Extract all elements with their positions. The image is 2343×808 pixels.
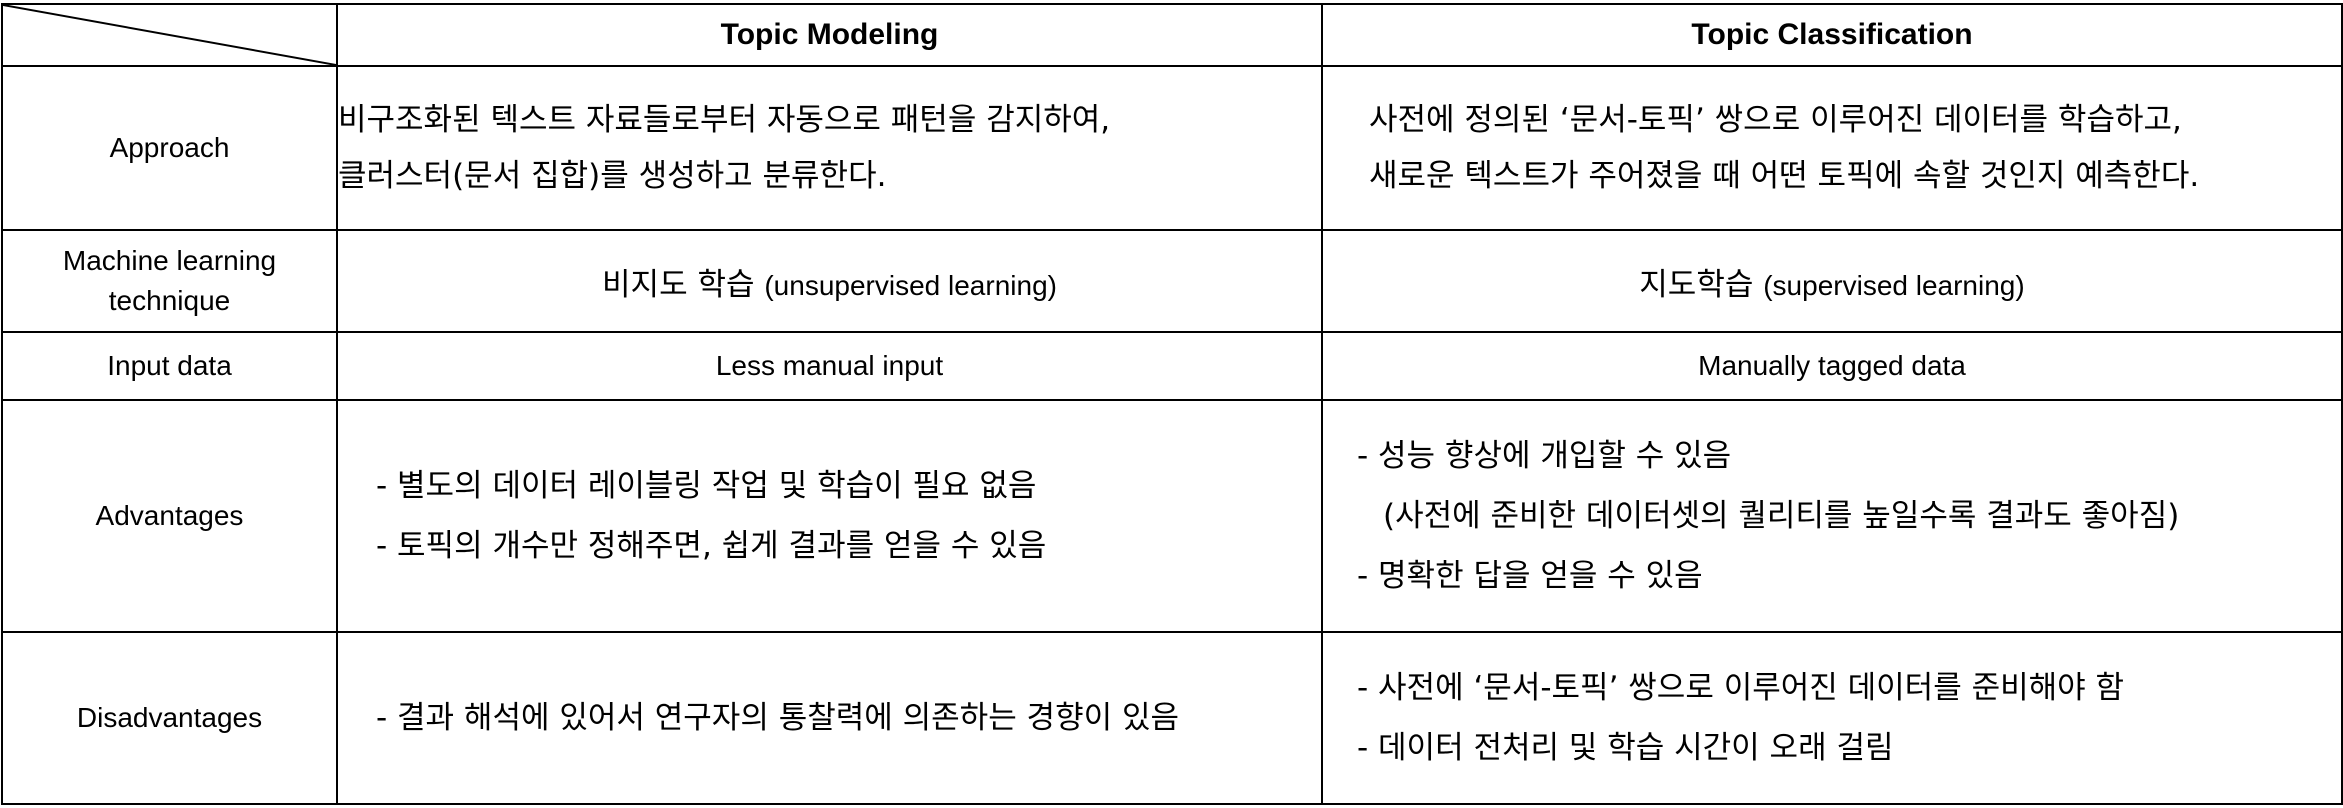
diagonal-line — [4, 6, 335, 64]
disadvantages-classification-cell: - 사전에 ‘문서-토픽’ 쌍으로 이루어진 데이터를 준비해야 함 - 데이터… — [1321, 631, 2343, 805]
row-input-data: Input data Less manual input Manually ta… — [1, 331, 2343, 401]
disadvantages-classification-item-2: - 데이터 전처리 및 학습 시간이 오래 걸림 — [1357, 730, 1894, 766]
approach-classification-line-1: 사전에 정의된 ‘문서-토픽’ 쌍으로 이루어진 데이터를 학습하고, — [1369, 102, 2182, 138]
input-modeling-cell: Less manual input — [336, 331, 1323, 401]
corner-cell — [1, 3, 338, 67]
advantages-classification-item-1: - 성능 향상에 개입할 수 있음 — [1357, 438, 1732, 474]
header-topic-classification: Topic Classification — [1321, 3, 2343, 67]
label-advantages: Advantages — [1, 399, 338, 633]
ml-modeling-en: (unsupervised learning) — [764, 269, 1057, 301]
advantages-classification-cell: - 성능 향상에 개입할 수 있음 (사전에 준비한 데이터셋의 퀄리티를 높일… — [1321, 399, 2343, 633]
approach-modeling-line-1: 비구조화된 텍스트 자료들로부터 자동으로 패턴을 감지하여, — [338, 102, 1111, 138]
row-advantages: Advantages - 별도의 데이터 레이블링 작업 및 학습이 필요 없음… — [1, 399, 2343, 633]
ml-modeling-cell: 비지도 학습 (unsupervised learning) — [336, 229, 1323, 333]
approach-classification-cell: 사전에 정의된 ‘문서-토픽’ 쌍으로 이루어진 데이터를 학습하고, 새로운 … — [1321, 65, 2343, 231]
ml-classification-cell: 지도학습 (supervised learning) — [1321, 229, 2343, 333]
label-ml-technique-line-1: Machine learning — [62, 245, 277, 276]
topic-comparison-table: Topic Modeling Topic Classification Appr… — [1, 3, 2343, 805]
approach-classification-line-2: 새로운 텍스트가 주어졌을 때 어떤 토픽에 속할 것인지 예측한다. — [1369, 158, 2200, 194]
advantages-classification-item-2: (사전에 준비한 데이터셋의 퀄리티를 높일수록 결과도 좋아짐) — [1383, 498, 2180, 534]
advantages-modeling-item-2: - 토픽의 개수만 정해주면, 쉽게 결과를 얻을 수 있음 — [376, 528, 1047, 564]
label-approach: Approach — [1, 65, 338, 231]
ml-classification-en: (supervised learning) — [1763, 269, 2025, 301]
input-classification-cell: Manually tagged data — [1321, 331, 2343, 401]
approach-modeling-line-2: 클러스터(문서 집합)를 생성하고 분류한다. — [338, 158, 887, 194]
advantages-modeling-item-1: - 별도의 데이터 레이블링 작업 및 학습이 필요 없음 — [376, 468, 1037, 504]
header-row: Topic Modeling Topic Classification — [1, 3, 2343, 67]
label-ml-technique-line-2: technique — [108, 285, 231, 316]
advantages-classification-item-3: - 명확한 답을 얻을 수 있음 — [1357, 558, 1703, 594]
disadvantages-modeling-cell: - 결과 해석에 있어서 연구자의 통찰력에 의존하는 경향이 있음 — [336, 631, 1323, 805]
label-ml-technique: Machine learning technique — [1, 229, 338, 333]
row-disadvantages: Disadvantages - 결과 해석에 있어서 연구자의 통찰력에 의존하… — [1, 631, 2343, 805]
approach-modeling-cell: 비구조화된 텍스트 자료들로부터 자동으로 패턴을 감지하여, 클러스터(문서 … — [336, 65, 1323, 231]
ml-classification-ko: 지도학습 — [1639, 266, 1754, 303]
row-ml-technique: Machine learning technique 비지도 학습 (unsup… — [1, 229, 2343, 333]
disadvantages-classification-item-1: - 사전에 ‘문서-토픽’ 쌍으로 이루어진 데이터를 준비해야 함 — [1357, 670, 2125, 706]
disadvantages-modeling-item-1: - 결과 해석에 있어서 연구자의 통찰력에 의존하는 경향이 있음 — [376, 700, 1180, 736]
advantages-modeling-cell: - 별도의 데이터 레이블링 작업 및 학습이 필요 없음 - 토픽의 개수만 … — [336, 399, 1323, 633]
label-disadvantages: Disadvantages — [1, 631, 338, 805]
header-topic-modeling: Topic Modeling — [336, 3, 1323, 67]
row-approach: Approach 비구조화된 텍스트 자료들로부터 자동으로 패턴을 감지하여,… — [1, 65, 2343, 231]
ml-modeling-ko: 비지도 학습 — [602, 266, 755, 303]
label-input-data: Input data — [1, 331, 338, 401]
